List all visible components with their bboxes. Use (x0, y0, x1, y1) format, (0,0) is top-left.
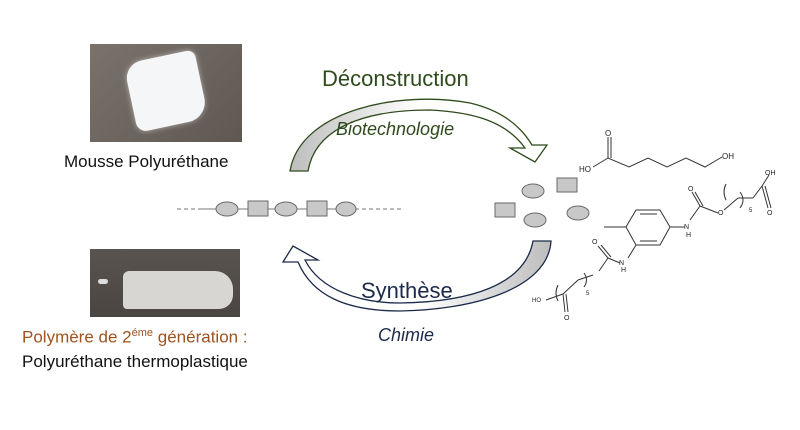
mol2-label-h2: H (621, 267, 626, 274)
mol1-label-oh: OH (722, 152, 734, 161)
deconstruction-arrow (289, 98, 549, 172)
chain-ellipse-3 (335, 201, 357, 217)
mol2-labels: O N H O O OH 5 HO O O N H 5 (532, 170, 776, 322)
mol2-label-n1: N (684, 224, 689, 231)
chain-ellipse-2 (274, 201, 298, 217)
tpu-fragment (98, 279, 108, 284)
synthese-label: Synthèse (361, 278, 453, 303)
chain-rect-2 (306, 200, 328, 217)
chain-ellipse-1 (215, 201, 239, 217)
monomer-ellipse-3 (566, 205, 590, 221)
mol2-label-o4: O (564, 315, 570, 322)
mol2-label-n2: N (619, 260, 624, 267)
tpu-photo (90, 249, 240, 317)
chimie-label: Chimie (378, 325, 435, 345)
mol1-label-ho: HO (579, 165, 591, 174)
biotechnologie-label: Biotechnologie (336, 119, 455, 139)
monomer-rect-2 (494, 202, 516, 218)
tpu-caption-prefix: Polymère de 2 (22, 327, 132, 347)
mol2-label-ho: HO (532, 298, 541, 304)
dicarbamate-structure (545, 174, 772, 313)
mol2-label-o1: O (688, 186, 694, 193)
foam-caption: Mousse Polyuréthane (64, 152, 229, 171)
tpu-material (123, 271, 233, 309)
synthesis-arrow (281, 240, 552, 312)
mol2-label-o3: O (767, 210, 773, 217)
mol2-label-o5: O (592, 239, 598, 246)
mol2-label-o2: O (718, 210, 724, 217)
monomer-rect-1 (556, 177, 578, 193)
tpu-caption-line2: Polyuréthane thermoplastique (22, 352, 248, 371)
chain-rect-1 (247, 200, 269, 217)
foam-photo (90, 44, 242, 142)
tpu-caption-suffix: génération : (153, 327, 248, 347)
hydroxyhexanoic-acid-structure (592, 137, 723, 168)
mol2-label-oh: OH (765, 170, 776, 177)
monomer-ellipse-2 (523, 212, 547, 228)
mol2-label-sub5-a: 5 (749, 208, 753, 214)
tpu-caption-sup: éme (131, 327, 154, 339)
tpu-caption-line1: Polymère de 2éme génération : (22, 327, 248, 348)
mol2-label-sub5-b: 5 (586, 291, 590, 297)
mol2-label-h1: H (686, 232, 691, 239)
deconstruction-label: Déconstruction (322, 66, 469, 91)
monomer-ellipse-1 (521, 183, 545, 199)
mol1-label-o: O (605, 129, 611, 138)
